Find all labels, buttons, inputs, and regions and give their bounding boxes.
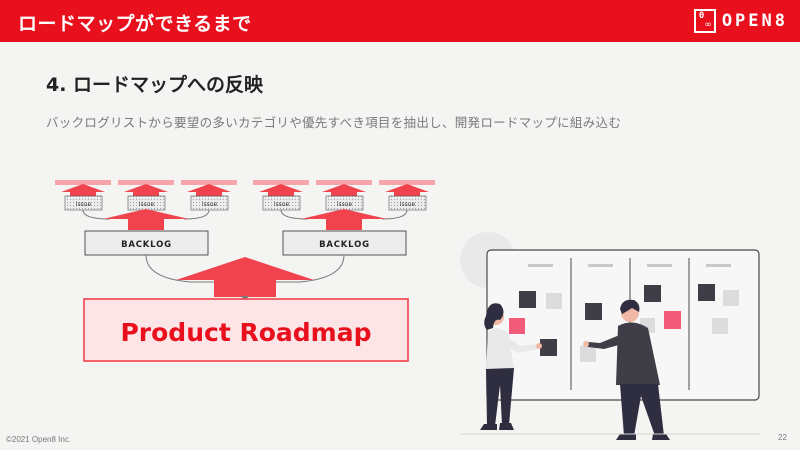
- backlog-arrow: [103, 209, 189, 230]
- sticky-note: [723, 290, 739, 306]
- issue-arrow: [124, 184, 168, 198]
- issue-arrow: [187, 184, 231, 198]
- kanban-header: [647, 264, 672, 267]
- issue-label: issue: [337, 201, 353, 208]
- logo-glyph: 0: [698, 11, 705, 21]
- kanban-header: [588, 264, 613, 267]
- issue-connector: [82, 209, 111, 220]
- sticky-note: [509, 318, 525, 334]
- issue-top-bar: [55, 180, 111, 185]
- sticky-note: [546, 293, 562, 309]
- issue-label: issue: [139, 201, 155, 208]
- issue-arrow: [61, 184, 105, 198]
- backlog-box: [282, 230, 407, 256]
- issue-connector: [381, 209, 408, 220]
- sticky-note: [644, 285, 661, 302]
- issue-label: issue: [400, 201, 416, 208]
- issue-arrow: [259, 184, 303, 198]
- man-figure: [583, 299, 670, 440]
- issue-connector: [183, 209, 210, 220]
- roadmap-label: Product Roadmap: [120, 318, 371, 347]
- backlog-label: BACKLOG: [121, 240, 172, 250]
- kanban-header: [706, 264, 731, 267]
- issue-top-bar: [181, 180, 237, 185]
- issue-connector: [280, 209, 309, 220]
- section-description: バックログリストから要望の多いカテゴリや優先すべき項目を抽出し、開発ロードマップ…: [46, 115, 622, 130]
- logo-mark-icon: 0 ∞: [693, 9, 716, 33]
- tree-left: issue issue issue BACKLOG: [55, 180, 237, 256]
- sticky-note: [540, 339, 557, 356]
- logo-infinity: ∞: [704, 20, 712, 30]
- team-illustration: [460, 232, 760, 440]
- issue-top-bar: [316, 180, 372, 185]
- woman-figure: [480, 303, 542, 430]
- roadmap-arrow: [176, 257, 314, 297]
- header-title: ロードマップができるまで: [18, 13, 252, 35]
- sticky-note: [712, 318, 728, 334]
- kanban-header: [528, 264, 553, 267]
- backlog-label: BACKLOG: [319, 240, 370, 250]
- logo-text: OPEN8: [721, 11, 788, 31]
- issue-top-bar: [379, 180, 435, 185]
- sticky-note: [664, 311, 681, 329]
- open8-logo: 0 ∞ OPEN8: [693, 9, 788, 33]
- issue-label: issue: [202, 201, 218, 208]
- issue-label: issue: [274, 201, 290, 208]
- issue-top-bar: [118, 180, 174, 185]
- section-title: 4. ロードマップへの反映: [46, 74, 264, 96]
- header-bar: ロードマップができるまで 0 ∞ OPEN8: [0, 0, 800, 42]
- issue-top-bar: [253, 180, 309, 185]
- issue-arrow: [322, 184, 366, 198]
- page-number: 22: [778, 433, 787, 442]
- footer-copyright: ©2021 Open8 Inc.: [6, 435, 72, 444]
- backlog-arrow: [301, 209, 387, 230]
- sticky-note: [698, 284, 715, 301]
- tree-right: issue issue issue BACKLOG: [253, 180, 435, 256]
- sticky-note: [585, 303, 602, 320]
- issue-label: issue: [76, 201, 92, 208]
- roadmap-box: [83, 298, 409, 362]
- backlog-box: [84, 230, 209, 256]
- sticky-note: [519, 291, 536, 308]
- issue-arrow: [385, 184, 429, 198]
- sticky-note: [580, 346, 596, 362]
